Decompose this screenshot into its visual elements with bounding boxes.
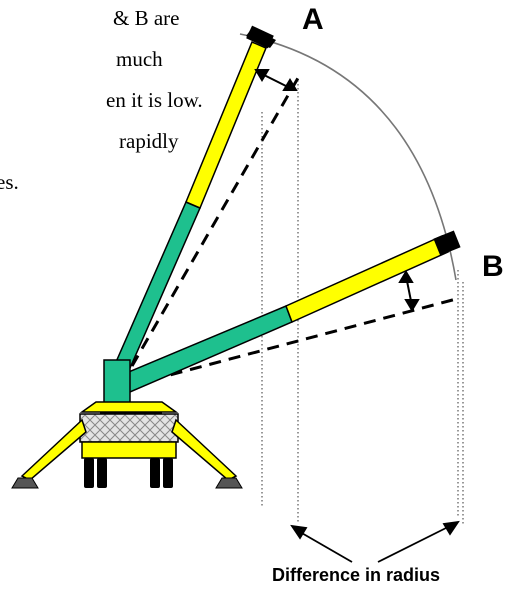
- text-line: en it is low.: [106, 88, 203, 112]
- difference-in-radius-caption: Difference in radius: [272, 565, 441, 585]
- radius-dotted-lines: [261, 80, 464, 524]
- deflected-boom-lines: [130, 77, 461, 387]
- text-line: rapidly: [119, 129, 179, 153]
- tip-arc: [239, 33, 457, 281]
- text-line: es.: [0, 170, 19, 194]
- text-line: & B are: [113, 6, 180, 30]
- text-line: much: [116, 47, 163, 71]
- boom-b: [123, 230, 461, 394]
- boom-label-a: A: [302, 3, 324, 36]
- deflection-arrow-a: [254, 69, 298, 91]
- deflection-arrow-b: [398, 270, 420, 312]
- explanatory-text: & B are much en it is low. rapidly es.: [0, 2, 203, 207]
- radius-difference-arrows: [290, 520, 460, 563]
- boom-label-b: B: [482, 250, 504, 283]
- crane-base: [11, 359, 243, 489]
